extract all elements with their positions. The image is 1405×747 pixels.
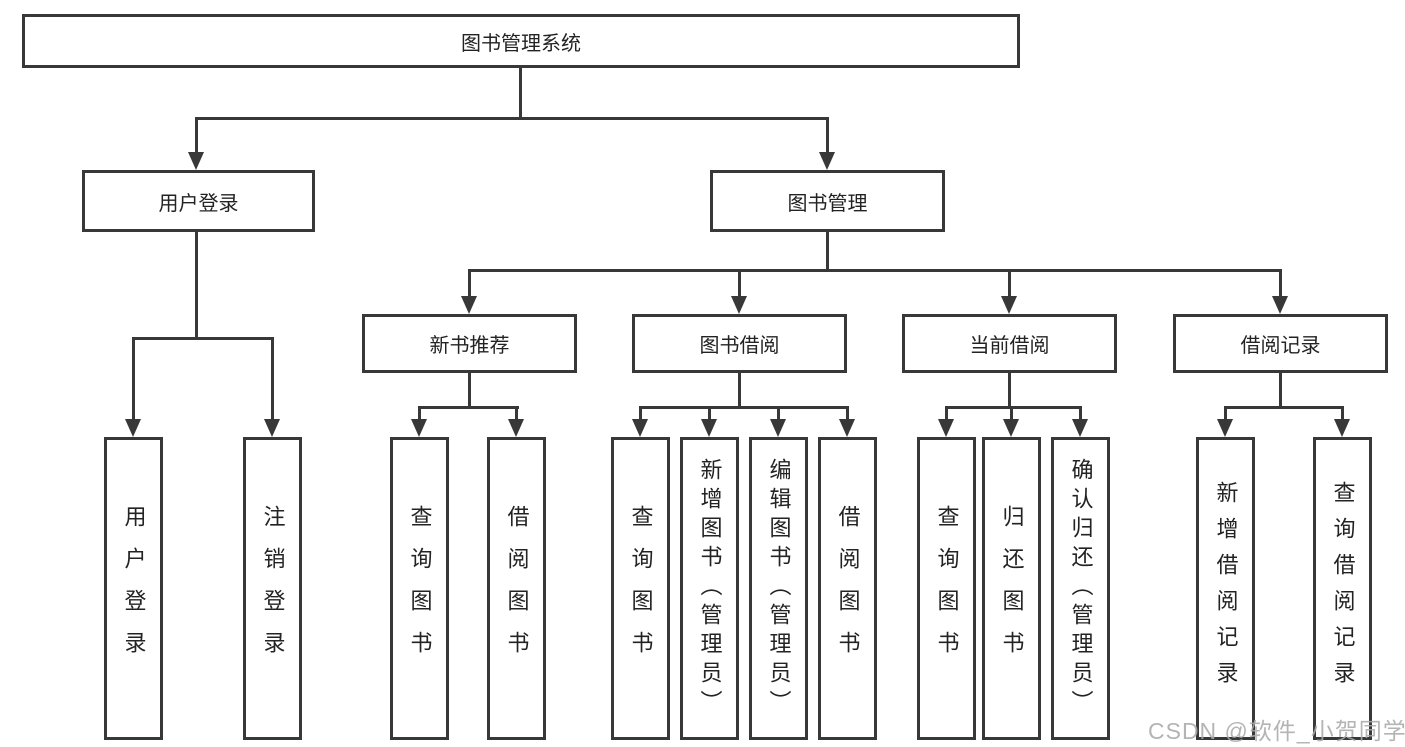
connector-to-book-borrow-line (738, 269, 741, 296)
arrowhead-bb-add (701, 419, 717, 437)
connector-borrow-records-rail (1224, 406, 1344, 409)
leaf-records-query-record-label: 查询借阅记录 (1330, 480, 1356, 697)
node-user-login: 用户登录 (82, 170, 315, 232)
leaf-current-query-books: 查询图书 (917, 437, 976, 740)
connector-nb-borrow-line (515, 406, 518, 419)
leaf-logout: 注销登录 (243, 437, 302, 740)
arrowhead-to-borrow-records (1272, 296, 1288, 314)
arrowhead-cb-query (938, 419, 954, 437)
connector-new-books-rail (418, 406, 519, 409)
arrowhead-to-new-books (461, 296, 477, 314)
connector-book-mgmt-stub (826, 232, 829, 272)
connector-to-user-login-line (195, 117, 198, 152)
connector-user-login-rail (132, 337, 274, 340)
leaf-current-return-books: 归还图书 (982, 437, 1041, 740)
arrowhead-nb-borrow (508, 419, 524, 437)
leaf-borrow-add-books-admin: 新增图书（管理员） (680, 437, 739, 740)
node-borrow-records: 借阅记录 (1173, 314, 1388, 373)
connector-bb-borrow-line (846, 406, 849, 419)
connector-current-borrow-rail (945, 406, 1082, 409)
connector-new-books-stub (468, 373, 471, 409)
connector-to-new-books-line (468, 269, 471, 296)
leaf-user-login-label: 用户登录 (121, 504, 147, 673)
arrowhead-to-leaf-login (125, 419, 141, 437)
leaf-current-confirm-return-admin-label: 确认归还（管理员） (1068, 458, 1094, 719)
connector-cb-query-line (945, 406, 948, 419)
node-new-book-recommend: 新书推荐 (362, 314, 577, 373)
arrowhead-to-book-borrow (731, 296, 747, 314)
connector-br-query-line (1341, 406, 1344, 419)
leaf-borrow-query-books: 查询图书 (611, 437, 670, 740)
leaf-borrow-query-books-label: 查询图书 (628, 504, 654, 673)
leaf-borrow-edit-books-admin: 编辑图书（管理员） (749, 437, 808, 740)
connector-to-current-borrow-line (1008, 269, 1011, 296)
connector-nb-query-line (418, 406, 421, 419)
arrowhead-to-current-borrow (1001, 296, 1017, 314)
connector-root-stub (519, 68, 522, 120)
leaf-newbook-query-books: 查询图书 (390, 437, 449, 740)
connector-bb-edit-line (777, 406, 780, 419)
connector-book-borrow-rail (639, 406, 849, 409)
arrowhead-br-add (1217, 419, 1233, 437)
connector-br-add-line (1224, 406, 1227, 419)
leaf-records-query-record: 查询借阅记录 (1313, 437, 1372, 740)
connector-to-book-mgmt-line (826, 117, 829, 152)
connector-to-leaf-login-line (132, 337, 135, 419)
leaf-records-add-record-label: 新增借阅记录 (1213, 480, 1239, 697)
leaf-borrow-add-books-admin-label: 新增图书（管理员） (697, 458, 723, 719)
connector-book-borrow-stub (738, 373, 741, 409)
leaf-borrow-borrow-books: 借阅图书 (818, 437, 877, 740)
node-root: 图书管理系统 (22, 14, 1020, 68)
leaf-logout-label: 注销登录 (260, 504, 286, 673)
node-book-borrow: 图书借阅 (632, 314, 847, 373)
arrowhead-to-leaf-logout (264, 419, 280, 437)
arrowhead-br-query (1334, 419, 1350, 437)
leaf-current-confirm-return-admin: 确认归还（管理员） (1051, 437, 1110, 740)
arrowhead-cb-return (1003, 419, 1019, 437)
leaf-current-query-books-label: 查询图书 (934, 504, 960, 673)
leaf-user-login: 用户登录 (104, 437, 163, 740)
csdn-watermark: CSDN @软件_小贺同学 (1148, 718, 1405, 744)
connector-to-borrow-records-line (1279, 269, 1282, 296)
arrowhead-bb-borrow (839, 419, 855, 437)
node-current-borrow: 当前借阅 (902, 314, 1117, 373)
leaf-records-add-record: 新增借阅记录 (1196, 437, 1255, 740)
connector-to-leaf-logout-line (271, 337, 274, 419)
leaf-newbook-query-books-label: 查询图书 (407, 504, 433, 673)
arrowhead-nb-query (411, 419, 427, 437)
connector-user-login-stub (195, 232, 198, 340)
connector-level3-rail (468, 269, 1282, 272)
connector-bb-query-line (639, 406, 642, 419)
connector-cb-confirm-line (1079, 406, 1082, 419)
arrowhead-to-book-mgmt (819, 152, 835, 170)
connector-bb-add-line (708, 406, 711, 419)
leaf-newbook-borrow-books: 借阅图书 (487, 437, 546, 740)
leaf-borrow-edit-books-admin-label: 编辑图书（管理员） (766, 458, 792, 719)
connector-level2-rail (195, 117, 829, 120)
connector-current-borrow-stub (1008, 373, 1011, 409)
leaf-current-return-books-label: 归还图书 (999, 504, 1025, 673)
arrowhead-bb-query (632, 419, 648, 437)
arrowhead-cb-confirm (1072, 419, 1088, 437)
leaf-borrow-borrow-books-label: 借阅图书 (835, 504, 861, 673)
connector-borrow-records-stub (1279, 373, 1282, 409)
node-book-management: 图书管理 (710, 170, 945, 232)
arrowhead-bb-edit (770, 419, 786, 437)
connector-cb-return-line (1010, 406, 1013, 419)
arrowhead-to-user-login (188, 152, 204, 170)
leaf-newbook-borrow-books-label: 借阅图书 (504, 504, 530, 673)
